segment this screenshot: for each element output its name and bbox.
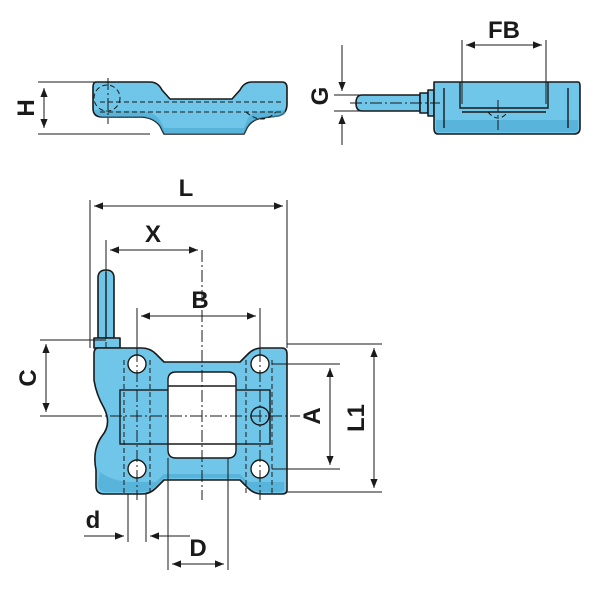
side-view-hidden-hole-right [245, 111, 277, 120]
dim-A-label: A [299, 407, 326, 424]
side-view-body [92, 81, 288, 135]
dim-H-label: H [13, 99, 40, 116]
top-view: FB G [307, 17, 581, 145]
dim-X-label: X [145, 221, 161, 248]
dim-B-label: B [191, 287, 208, 314]
top-view-channel [459, 82, 549, 109]
plan-view-shade [98, 472, 284, 492]
side-view-shade [95, 110, 285, 134]
dim-L-label: L [179, 175, 194, 202]
dim-d-label: d [86, 507, 101, 534]
dim-FB-label: FB [488, 17, 520, 44]
dim-D-label: D [189, 535, 206, 562]
dim-L1-label: L1 [343, 404, 370, 432]
side-view: H [13, 78, 288, 135]
plan-view: L X B C A L1 d D [15, 175, 382, 570]
top-view-shade [436, 120, 578, 132]
dim-C-label: C [15, 369, 42, 386]
top-view-pin [355, 94, 421, 112]
side-view-hidden-hole-left [93, 84, 121, 112]
dim-G-label: G [307, 87, 334, 106]
